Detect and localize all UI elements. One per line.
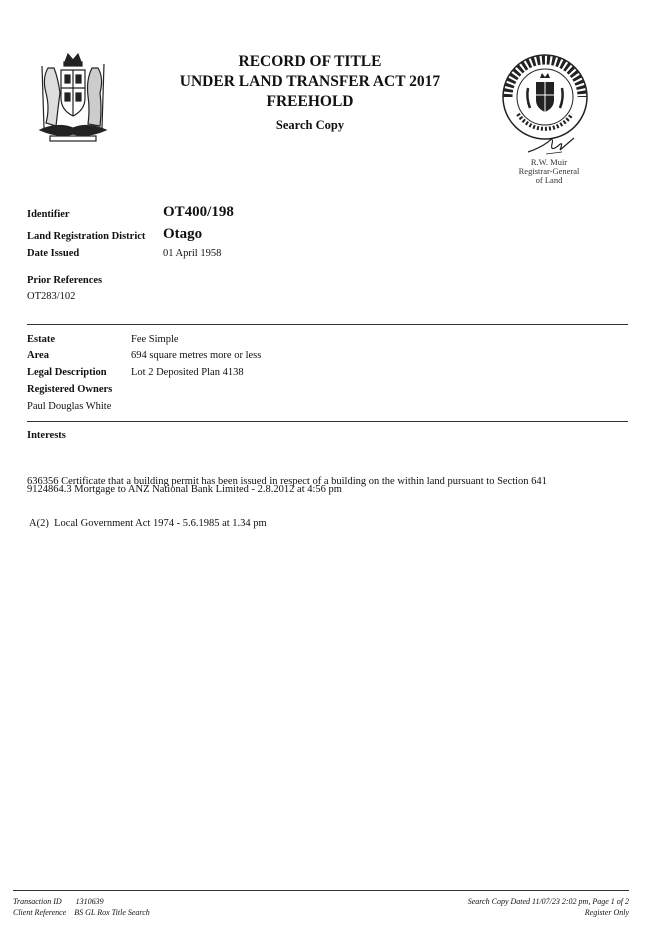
register-only-label: Register Only [584,908,629,917]
date-issued-label: Date Issued [27,248,80,259]
search-copy-dated: Search Copy Dated 11/07/23 2:02 pm, Page… [467,897,629,906]
district-label: Land Registration District [27,231,146,242]
prior-references-value: OT283/102 [27,291,76,302]
registrar-name: R.W. Muir [530,157,568,167]
interests-heading: Interests [27,430,66,441]
registered-owners-value: Paul Douglas White [27,401,112,412]
registrar-title-line-1: Registrar-General [518,166,580,176]
transaction-value: 1310639 [75,897,104,906]
interest-item-line-1: 636356 Certificate that a building permi… [27,476,547,487]
date-issued-value: 01 April 1958 [163,248,222,259]
page-title-line-1: RECORD OF TITLE [238,53,382,70]
prior-references-label: Prior References [27,275,103,286]
interest-item-line-1: 9124864.3 Mortgage to ANZ National Bank … [27,484,342,495]
signature-mark [522,132,582,158]
client-reference-value: BS GL Rox Title Search [74,908,150,917]
interest-item: 636356 Certificate that a building permi… [27,447,627,545]
footer-left: Transaction ID 1310639 Client Reference … [13,896,150,918]
client-reference-label: Client Reference [13,908,67,917]
coat-of-arms-logo [28,48,118,148]
transaction-label: Transaction ID [13,897,62,906]
title-block: RECORD OF TITLE UNDER LAND TRANSFER ACT … [160,52,460,133]
estate-label: Estate [27,334,55,345]
legal-description-value: Lot 2 Deposited Plan 4138 [131,367,244,378]
footer-right: Search Copy Dated 11/07/23 2:02 pm, Page… [468,896,629,918]
page-title-line-2: UNDER LAND TRANSFER ACT 2017 [179,73,441,90]
page-title-line-3: FREEHOLD [266,93,354,110]
search-copy-label: Search Copy [275,118,345,132]
legal-description-label: Legal Description [27,367,107,378]
client-reference-row: Client Reference BS GL Rox Title Search [13,907,150,918]
registrar-seal-logo [500,52,590,142]
area-value: 694 square metres more or less [131,350,262,361]
interest-item-line-2: A(2) Local Government Act 1974 - 5.6.198… [27,518,267,529]
registrar-title-line-2: of Land [535,175,563,185]
transaction-row: Transaction ID 1310639 [13,896,150,907]
interest-item: 9124864.3 Mortgage to ANZ National Bank … [27,483,627,497]
footer-divider [13,890,629,891]
identifier-label: Identifier [27,209,70,220]
area-label: Area [27,350,49,361]
divider [27,421,628,422]
identifier-value: OT400/198 [163,204,234,220]
district-value: Otago [163,226,203,242]
estate-value: Fee Simple [131,334,179,345]
divider [27,324,628,325]
registered-owners-label: Registered Owners [27,384,113,395]
registrar-block: R.W. Muir Registrar-General of Land [503,158,595,185]
